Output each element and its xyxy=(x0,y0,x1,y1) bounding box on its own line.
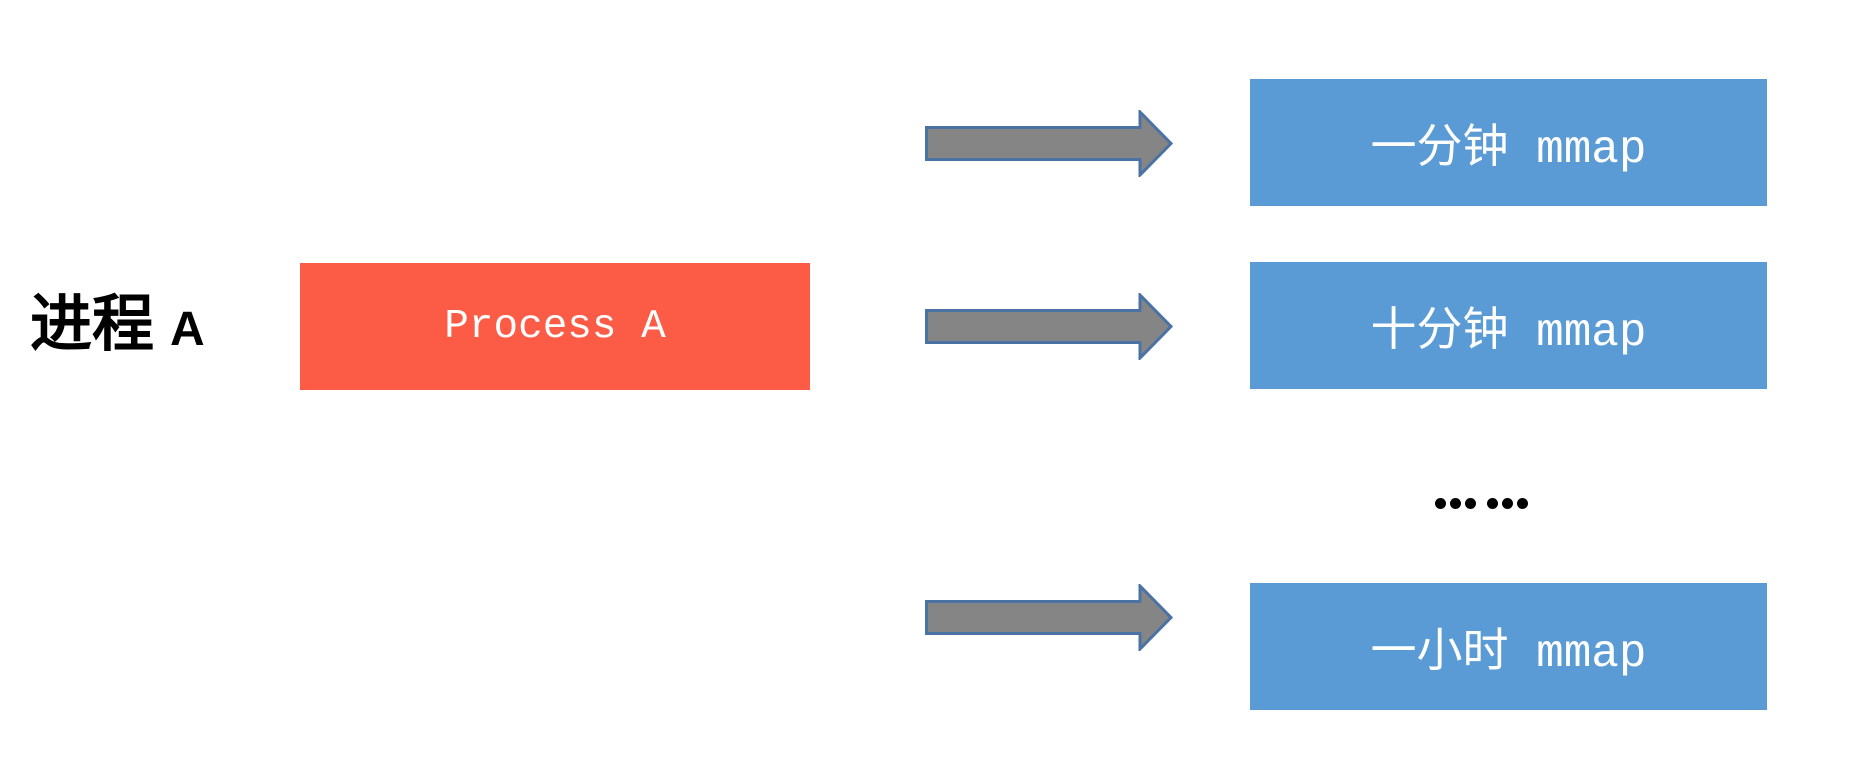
mmap-box-one-hour-label: 一小时 mmap xyxy=(1370,627,1647,680)
process-a-side-label-letter: A xyxy=(170,303,205,356)
process-a-box: Process A xyxy=(300,263,810,390)
mmap-box-one-minute: 一分钟 mmap xyxy=(1250,79,1767,206)
right-arrow-icon xyxy=(925,584,1173,651)
ellipsis-dot xyxy=(1502,498,1513,509)
process-a-side-label-cjk: 进程 xyxy=(30,291,155,359)
mmap-box-ten-minutes: 十分钟 mmap xyxy=(1250,262,1767,389)
ellipsis-dot xyxy=(1435,498,1446,509)
process-a-side-label: 进程 A xyxy=(30,294,205,372)
mmap-box-one-hour: 一小时 mmap xyxy=(1250,583,1767,710)
mmap-box-ten-minutes-label: 十分钟 mmap xyxy=(1370,306,1647,359)
ellipsis-dots xyxy=(1435,498,1528,509)
ellipsis-dot xyxy=(1450,498,1461,509)
right-arrow-icon xyxy=(925,110,1173,177)
right-arrow-icon xyxy=(925,293,1173,360)
ellipsis-dot xyxy=(1517,498,1528,509)
mmap-box-one-minute-label: 一分钟 mmap xyxy=(1370,123,1647,176)
process-a-box-label: Process A xyxy=(444,303,666,350)
ellipsis-dot xyxy=(1465,498,1476,509)
ellipsis-dot xyxy=(1487,498,1498,509)
